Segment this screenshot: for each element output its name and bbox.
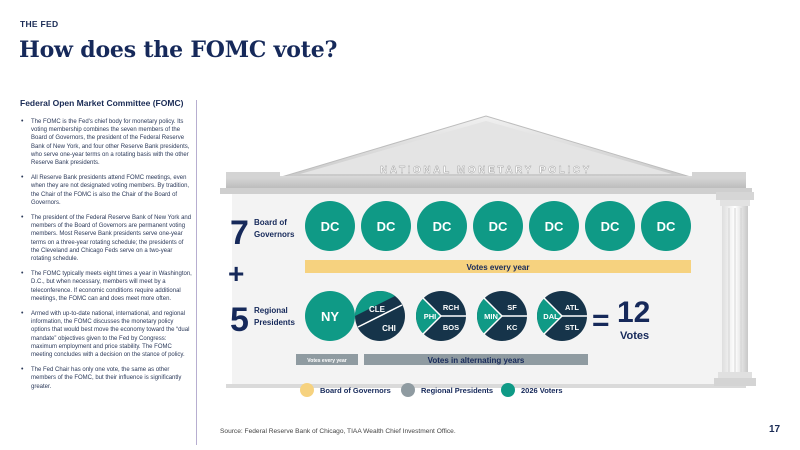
svg-text:NY: NY [321,309,339,324]
svg-text:DC: DC [433,219,452,234]
svg-text:DC: DC [545,219,564,234]
source-note: Source: Federal Reserve Bank of Chicago,… [220,428,456,435]
bullet-item: The Fed Chair has only one vote, the sam… [20,366,192,391]
total-votes-label: Votes [620,330,649,342]
governor-seat: DC [305,201,355,251]
temple-building [220,115,756,388]
governor-seat: DC [473,201,523,251]
entablature-ledge [220,188,752,194]
bullet-item: All Reserve Bank presidents attend FOMC … [20,174,192,207]
svg-text:SF: SF [507,303,517,312]
divider-line [196,100,197,445]
svg-text:DC: DC [377,219,396,234]
legend: Board of Governors Regional Presidents 2… [300,383,563,397]
svg-text:ATL: ATL [565,303,579,312]
base-step [226,384,746,388]
svg-text:PHI: PHI [424,312,437,321]
svg-text:CLE: CLE [369,305,386,314]
svg-text:DC: DC [657,219,676,234]
bullet-item: Armed with up-to-date national, internat… [20,310,192,359]
presidents-count: 5 [230,301,249,339]
presidents-label-line1: Regional [254,306,288,315]
legend-swatch-voters [501,383,515,397]
alternating-bar-label: Votes in alternating years [428,356,525,365]
governor-seat: DC [361,201,411,251]
legend-label-presidents: Regional Presidents [421,386,493,395]
bullet-item: The FOMC is the Fed's chief body for mon… [20,118,192,167]
legend-swatch-governors [300,383,314,397]
entablature [226,176,746,190]
svg-text:BOS: BOS [443,323,459,332]
bullet-item: The president of the Federal Reserve Ban… [20,214,192,263]
seat-trio-phi-rch-bos: PHI RCH BOS [416,291,466,341]
sidebar-title: Federal Open Market Committee (FOMC) [20,98,184,108]
sidebar-bullets: The FOMC is the Fed's chief body for mon… [20,118,192,391]
pediment-text: NATIONAL MONETARY POLICY [380,165,592,176]
governors-label-line2: Governors [254,230,295,239]
governor-seat: DC [641,201,691,251]
presidents-label-line2: Presidents [254,318,295,327]
ny-bar [296,354,358,365]
svg-text:DAL: DAL [543,312,559,321]
legend-label-voters: 2026 Voters [521,386,563,395]
governor-seat: DC [529,201,579,251]
ny-bar-label: Votes every year [307,358,346,364]
legend-swatch-presidents [401,383,415,397]
svg-text:KC: KC [507,323,518,332]
legend-label-governors: Board of Governors [320,386,391,395]
page-number: 17 [769,424,781,435]
cornice-right [692,172,746,178]
seat-ny: NY [305,291,355,341]
seat-trio-min-sf-kc: MIN SF KC [477,291,527,341]
svg-text:DC: DC [489,219,508,234]
governors-bar-label: Votes every year [466,263,529,272]
plus-sign: + [228,258,244,289]
section-eyebrow: THE FED [20,19,59,29]
equals-sign: = [592,304,610,337]
total-votes-number: 12 [617,296,650,329]
svg-text:STL: STL [565,323,580,332]
governor-seat: DC [417,201,467,251]
governors-bar [305,260,691,273]
svg-text:RCH: RCH [443,303,459,312]
bullet-item: The FOMC typically meets eight times a y… [20,270,192,303]
governor-seat: DC [585,201,635,251]
cornice-left [226,172,280,178]
seat-pair-cle-chi: CLE CHI [355,291,405,341]
seat-trio-dal-atl-stl: DAL ATL STL [537,291,587,341]
page-title: How does the FOMC vote? [19,37,338,63]
governor-seats: DC DC DC DC DC DC DC [305,201,691,251]
column [714,192,756,386]
svg-text:CHI: CHI [382,324,396,333]
sidebar: Federal Open Market Committee (FOMC) The… [20,98,192,398]
governors-count: 7 [230,214,249,252]
svg-text:DC: DC [601,219,620,234]
svg-text:DC: DC [321,219,340,234]
svg-text:MIN: MIN [484,312,498,321]
pediment-inner [300,121,672,174]
governors-label-line1: Board of [254,218,287,227]
alternating-bar [364,354,588,365]
